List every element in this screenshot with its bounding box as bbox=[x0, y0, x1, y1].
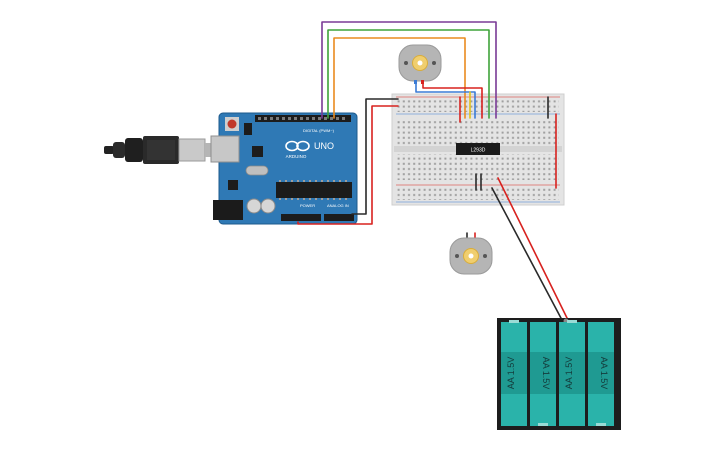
cell-1-label: AA 1.5V bbox=[506, 357, 516, 390]
power-jack bbox=[213, 200, 243, 220]
breadboard[interactable]: L293D bbox=[391, 93, 565, 206]
battery-cell-2: AA 1.5V bbox=[530, 322, 556, 426]
atmega-chip bbox=[276, 182, 352, 198]
wire-red-5v[interactable] bbox=[297, 105, 399, 225]
wires bbox=[297, 21, 569, 321]
power-header bbox=[281, 214, 321, 221]
wire-blue-motor-top[interactable] bbox=[415, 81, 476, 119]
analog-header bbox=[324, 214, 354, 221]
wire-orange[interactable] bbox=[333, 37, 466, 119]
analog-header-label: ANALOG IN bbox=[327, 203, 349, 208]
usb-jack bbox=[210, 135, 240, 163]
arduino-logo bbox=[285, 140, 310, 152]
wire-red-motor-top[interactable] bbox=[422, 81, 483, 119]
wire-black-gnd[interactable] bbox=[351, 98, 399, 215]
digital-header-label: DIGITAL (PWM~) bbox=[303, 128, 335, 133]
dc-motor-bottom[interactable] bbox=[449, 237, 493, 275]
battery-cell-3: AA 1.5V bbox=[559, 320, 585, 426]
wire-purple[interactable] bbox=[321, 21, 497, 119]
chip-label: L293D bbox=[471, 148, 486, 154]
cell-2-label: AA 1.5V bbox=[541, 357, 551, 390]
l293d-chip[interactable] bbox=[456, 143, 500, 155]
cell-3-label: AA 1.5V bbox=[564, 357, 574, 390]
battery-cell-4: AA 1.5V bbox=[588, 322, 614, 426]
arduino-model-label: UNO bbox=[314, 141, 334, 151]
wire-black-battery[interactable] bbox=[491, 187, 563, 321]
usb-cable[interactable] bbox=[104, 136, 221, 164]
battery-cell-1: AA 1.5V bbox=[501, 320, 527, 426]
power-header-label: POWER bbox=[300, 203, 315, 208]
dc-motor-top[interactable] bbox=[398, 44, 442, 84]
wire-red-battery[interactable] bbox=[497, 177, 569, 321]
cell-4-label: AA 1.5V bbox=[599, 357, 609, 390]
arduino-brand-label: ARDUINO bbox=[286, 154, 307, 159]
arduino-uno-board[interactable]: DIGITAL (PWM~) ARDUINO UNO POWER ANALOG … bbox=[210, 112, 358, 225]
battery-pack[interactable]: AA 1.5V AA 1.5V AA 1.5V AA 1.5V bbox=[497, 318, 621, 430]
wire-green[interactable] bbox=[327, 29, 490, 119]
